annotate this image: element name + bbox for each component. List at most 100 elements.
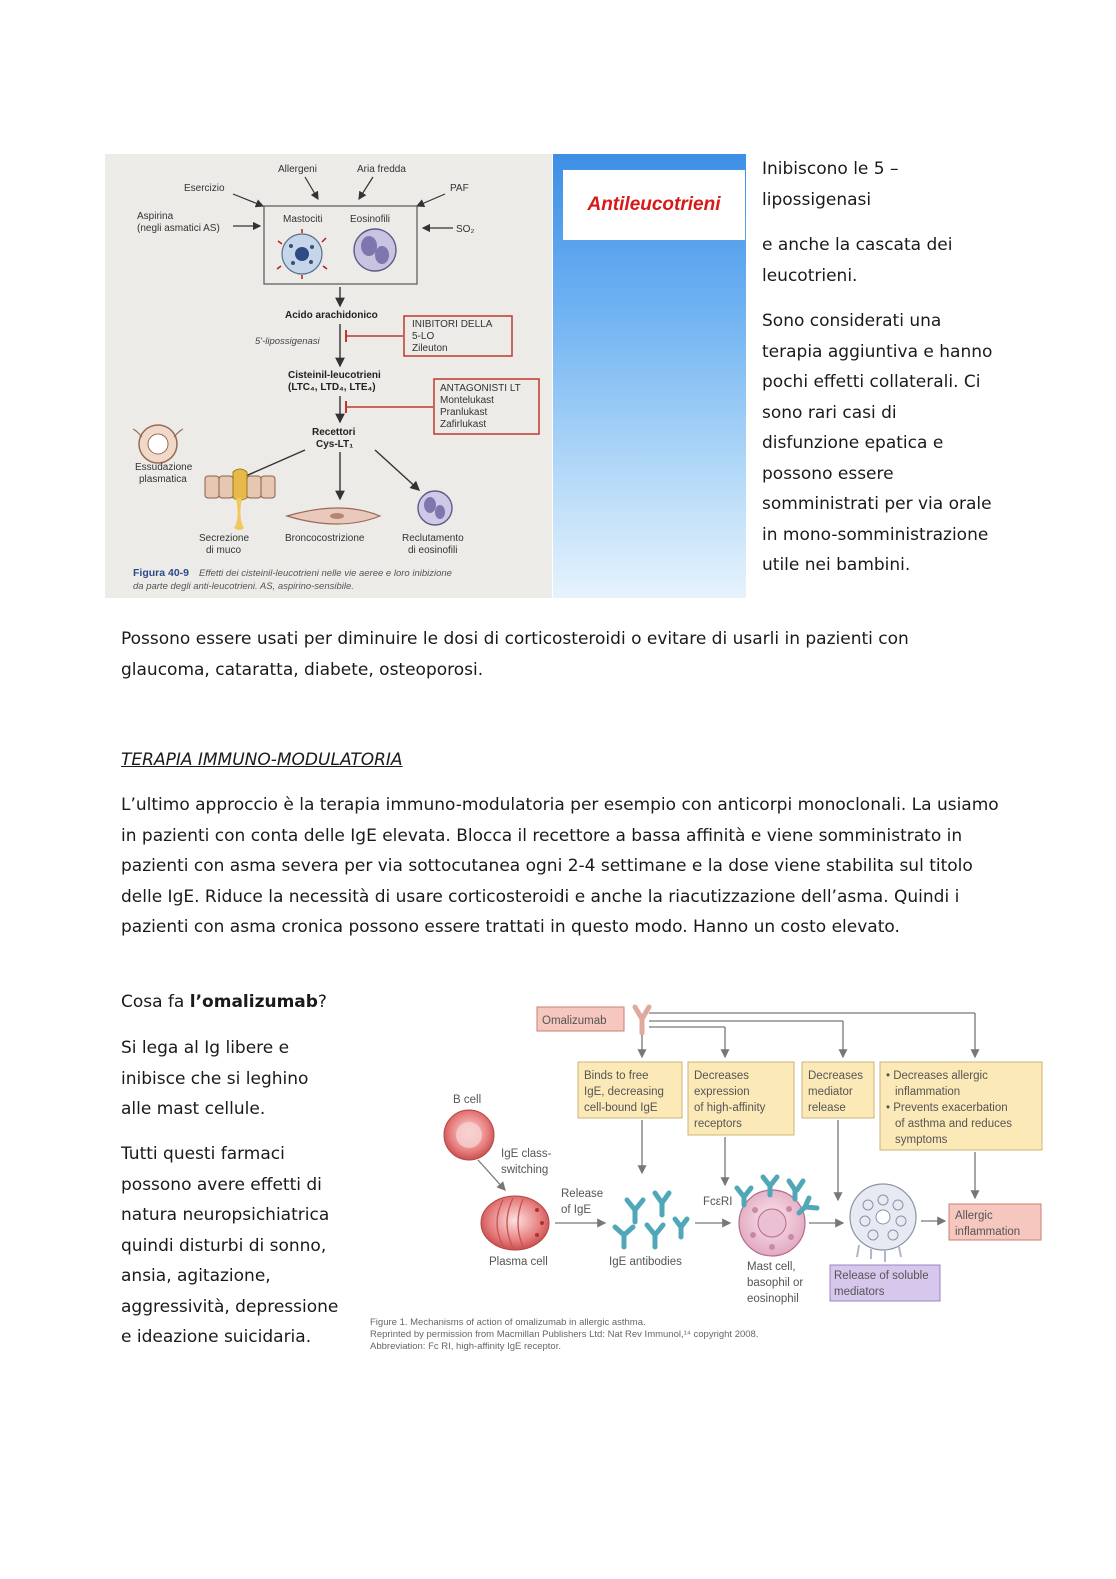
paragraph-corticosteroidi: Possono essere usati per diminuire le do…: [121, 629, 909, 680]
box4-line3: • Prevents exacerbation: [886, 1102, 1008, 1114]
label-5lo: 5-LO: [412, 331, 434, 342]
figure1-caption-line2: da parte degli anti-leucotrieni. AS, asp…: [133, 581, 354, 592]
box2-line2: expression: [694, 1086, 750, 1098]
label-basophil: basophil or: [747, 1277, 803, 1289]
vessel-icon: [132, 424, 184, 464]
label-fceri: FcεRI: [703, 1196, 732, 1208]
box-release-soluble: [829, 1264, 941, 1302]
label-release: Release: [561, 1188, 603, 1200]
label-aspirina-sub: (negli asmatici AS): [137, 223, 220, 234]
label-eosinofili: Eosinofili: [350, 214, 390, 225]
label-allergic: Allergic: [955, 1210, 993, 1222]
box-allergic-inflammation: [948, 1203, 1042, 1241]
label-essudazione: Essudazione: [135, 462, 193, 473]
label-aspirina: Aspirina: [137, 211, 174, 222]
box-binds-free-ige: [577, 1061, 683, 1119]
degranulating-cell-icon: [849, 1183, 917, 1262]
label-soluble: Release of soluble: [834, 1270, 929, 1282]
box1-line2: IgE, decreasing: [584, 1086, 664, 1098]
question-bold: l’omalizumab: [189, 992, 318, 1012]
label-recettori: Recettori: [312, 427, 356, 438]
label-inflammation: inflammation: [955, 1226, 1020, 1238]
label-so2: SO₂: [456, 224, 474, 235]
side-effects-text: Tutti questi farmaci possono avere effet…: [121, 1144, 339, 1347]
label-zileuton: Zileuton: [412, 343, 448, 354]
label-esercizio: Esercizio: [184, 183, 225, 194]
box4-line2: inflammation: [895, 1086, 960, 1098]
side-text-3: Sono considerati una terapia aggiuntiva …: [762, 311, 993, 575]
box4-line5: symptoms: [895, 1134, 948, 1146]
box4-line1: • Decreases allergic: [886, 1070, 988, 1082]
paragraph-terapia: L’ultimo approccio è la terapia immuno-m…: [121, 795, 999, 937]
box1-line3: cell-bound IgE: [584, 1102, 658, 1114]
label-montelukast: Montelukast: [440, 395, 494, 406]
box-decreases-allergic: [879, 1061, 1043, 1151]
label-mastociti: Mastociti: [283, 214, 322, 225]
figure2-caption-line2: Reprinted by permission from Macmillan P…: [370, 1329, 758, 1340]
plasma-cell-icon: [480, 1195, 550, 1251]
label-ige-switch: IgE class-: [501, 1148, 552, 1160]
box1-line1: Binds to free: [584, 1070, 649, 1082]
mast-cell-icon: [276, 229, 328, 279]
label-ige-switch-sub: switching: [501, 1164, 548, 1176]
label-omalizumab: Omalizumab: [542, 1015, 607, 1027]
mast-cell-icon-2: [734, 1174, 820, 1257]
box3-line2: mediator: [808, 1086, 853, 1098]
label-ige-antibodies: IgE antibodies: [609, 1256, 682, 1268]
slide-panel: Antileucotrieni: [553, 154, 746, 598]
slide-title: Antileucotrieni: [587, 194, 721, 215]
antibody-icon: [632, 1004, 652, 1036]
label-secrezione-sub: di muco: [206, 545, 241, 556]
answer-text: Si lega al Ig libere e inibisce che si l…: [121, 1038, 309, 1119]
figure2-caption-line1: Figure 1. Mechanisms of action of omaliz…: [370, 1317, 646, 1328]
omalizumab-figure: Omalizumab Binds to free IgE, decreasing…: [365, 995, 1065, 1360]
label-cys-lt1: Cys-LT₁: [316, 439, 353, 450]
label-paf: PAF: [450, 183, 469, 194]
box3-line1: Decreases: [808, 1070, 863, 1082]
box2-line4: receptors: [694, 1118, 742, 1130]
label-plasma-cell: Plasma cell: [489, 1256, 548, 1268]
box3-line3: release: [808, 1102, 846, 1114]
leukotriene-diagram: Allergeni Aria fredda Esercizio PAF Aspi…: [132, 164, 540, 592]
question-omalizumab: Cosa fa l’omalizumab?: [121, 987, 361, 1018]
question-pre: Cosa fa: [121, 992, 190, 1012]
leukotriene-figure: Allergeni Aria fredda Esercizio PAF Aspi…: [105, 154, 552, 598]
side-text-1: Inibiscono le 5 – lipossigenasi: [762, 159, 899, 210]
question-post: ?: [317, 992, 327, 1012]
mucus-cells-icon: [204, 468, 276, 530]
heading-terapia: TERAPIA IMMUNO-MODULATORIA: [121, 750, 403, 770]
label-5-lipossigenasi: 5'-lipossigenasi: [255, 336, 321, 347]
label-secrezione: Secrezione: [199, 533, 249, 544]
label-acido-arachidonico: Acido arachidonico: [285, 310, 378, 321]
label-aria-fredda: Aria fredda: [357, 164, 406, 175]
label-inibitori: INIBITORI DELLA: [412, 319, 493, 330]
label-mediators: mediators: [834, 1286, 885, 1298]
omalizumab-diagram: Omalizumab Binds to free IgE, decreasing…: [370, 1004, 1043, 1352]
label-eosinophil: eosinophil: [747, 1293, 799, 1305]
figure1-caption-line1: Effetti dei cisteinil-leucotrieni nelle …: [199, 568, 452, 579]
label-release-sub: of IgE: [561, 1204, 591, 1216]
figure1-caption-label: Figura 40-9: [133, 567, 189, 579]
label-allergeni: Allergeni: [278, 164, 317, 175]
label-zafirlukast: Zafirlukast: [440, 419, 486, 430]
box-decreases-expression: [687, 1061, 795, 1136]
figure2-caption-line3: Abbreviation: Fc RI, high-affinity IgE r…: [370, 1341, 561, 1352]
ige-antibodies-icon: [612, 1190, 690, 1250]
label-reclutamento: Reclutamento: [402, 533, 464, 544]
box4-line4: of asthma and reduces: [895, 1118, 1012, 1130]
box2-line3: of high-affinity: [694, 1102, 766, 1114]
eosinophil-recruit-icon: [417, 490, 453, 526]
label-antagonisti: ANTAGONISTI LT: [440, 383, 521, 394]
eosinophil-icon: [353, 228, 397, 272]
label-cisteinil: Cisteinil-leucotrieni: [288, 370, 381, 381]
label-pranlukast: Pranlukast: [440, 407, 487, 418]
box-decreases-mediator: [801, 1061, 875, 1119]
label-cisteinil-sub: (LTC₄, LTD₄, LTE₄): [288, 382, 376, 393]
box2-line1: Decreases: [694, 1070, 749, 1082]
side-text-2: e anche la cascata dei leucotrieni.: [762, 235, 953, 286]
label-reclutamento-sub: di eosinofili: [408, 545, 457, 556]
label-essudazione-sub: plasmatica: [139, 474, 187, 485]
slide-title-box: Antileucotrieni: [563, 170, 745, 240]
label-broncocostrizione: Broncocostrizione: [285, 533, 365, 544]
